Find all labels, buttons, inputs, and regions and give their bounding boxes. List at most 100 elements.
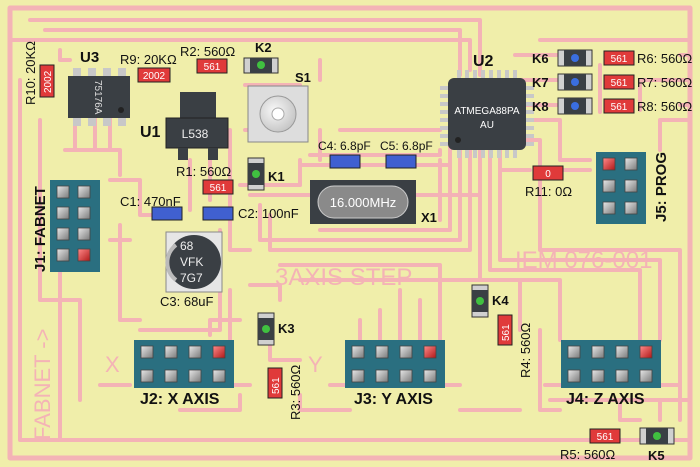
header-pin — [140, 345, 154, 359]
r10-label: R10: 20KΩ — [23, 41, 38, 105]
r7-label: R7: 560Ω — [637, 75, 693, 90]
k5-label: K5 — [648, 448, 665, 463]
r9-resistor: R9: 20KΩ 2002 — [120, 52, 177, 83]
r2-label: R2: 560Ω — [180, 44, 236, 59]
c5-capacitor: C5: 6.8pF — [380, 139, 433, 169]
s1-switch[interactable]: S1 — [247, 70, 311, 143]
k2-led: K2 — [243, 40, 279, 74]
x1-crystal: 16.000MHz X1 — [310, 180, 437, 225]
board-title: 3AXIS STEP — [275, 264, 412, 291]
k1-label: K1 — [268, 169, 285, 184]
k3-led: K3 — [257, 312, 295, 346]
k3-label: K3 — [278, 321, 295, 336]
header-pin — [399, 345, 413, 359]
c2-label: C2: 100nF — [238, 206, 299, 221]
j4-connector[interactable]: J4: Z AXIS — [561, 340, 661, 408]
j2-label: J2: X AXIS — [140, 391, 220, 408]
header-pin — [567, 345, 581, 359]
j3-connector[interactable]: J3: Y AXIS — [345, 340, 445, 408]
header-pin — [77, 185, 91, 199]
k8-led: K8 — [532, 97, 593, 115]
silkscreen: 3AXIS STEP IEM 076-001 FABNET -> X Y — [30, 247, 652, 440]
r7-resistor: 561 R7: 560Ω — [603, 74, 693, 90]
header-pin — [140, 369, 154, 383]
j1-connector[interactable]: J1: FABNET — [32, 180, 100, 272]
header-pin — [164, 369, 178, 383]
c1-capacitor: C1: 470nF — [120, 194, 183, 221]
k2-label: K2 — [255, 40, 272, 55]
header-pin — [399, 369, 413, 383]
u1-marking: L538 — [182, 127, 209, 141]
k7-led: K7 — [532, 73, 593, 91]
r9-label: R9: 20KΩ — [120, 52, 177, 67]
r9-code: 2002 — [143, 71, 166, 82]
j2-connector[interactable]: J2: X AXIS — [134, 340, 234, 408]
header-pin — [602, 201, 616, 215]
r5-code: 561 — [597, 432, 614, 443]
header-pin — [56, 206, 70, 220]
r5-label: R5: 560Ω — [560, 447, 616, 462]
c3-capacitor: 68 VFK 7G7 C3: 68uF — [160, 231, 223, 309]
r3-code: 561 — [271, 377, 282, 394]
header-pin-1 — [423, 345, 437, 359]
r1-code: 561 — [210, 183, 227, 194]
u3-marking: 75176A — [92, 80, 103, 115]
r10-resistor: R10: 20KΩ 2002 — [23, 41, 55, 105]
u2-ref: U2 — [473, 53, 494, 70]
header-pin — [351, 369, 365, 383]
u2-marking-2: AU — [480, 120, 494, 131]
u3-chip: 75176A U3 — [68, 49, 130, 126]
header-pin — [56, 248, 70, 262]
k4-led: K4 — [471, 284, 509, 318]
j3-label: J3: Y AXIS — [354, 391, 433, 408]
r6-resistor: 561 R6: 560Ω — [603, 50, 693, 66]
u2-mcu: ATMEGA88PA AU U2 — [440, 53, 534, 158]
k4-label: K4 — [492, 293, 509, 308]
c3-line1: 68 — [180, 239, 194, 253]
r1-resistor: R1: 560Ω 561 — [176, 164, 234, 195]
header-pin — [212, 369, 226, 383]
header-pin-1 — [639, 345, 653, 359]
header-pin — [591, 369, 605, 383]
j4-label: J4: Z AXIS — [566, 391, 645, 408]
header-pin-1 — [212, 345, 226, 359]
header-pin — [602, 179, 616, 193]
r6-code: 561 — [611, 54, 628, 65]
c2-capacitor: C2: 100nF — [202, 206, 299, 221]
header-pin — [77, 206, 91, 220]
r8-code: 561 — [611, 102, 628, 113]
header-pin — [591, 345, 605, 359]
k5-led: K5 — [639, 427, 675, 463]
header-pin — [375, 345, 389, 359]
k7-label: K7 — [532, 75, 549, 90]
x1-marking: 16.000MHz — [330, 195, 396, 210]
traces — [7, 5, 693, 461]
c1-label: C1: 470nF — [120, 194, 181, 209]
header-pin — [56, 185, 70, 199]
r11-label: R11: 0Ω — [525, 184, 572, 199]
u2-marking-1: ATMEGA88PA — [454, 106, 520, 117]
c3-line3: 7G7 — [180, 271, 203, 285]
u1-ref: U1 — [140, 124, 161, 141]
j5-connector[interactable]: J5: PROG — [596, 152, 670, 224]
r3-resistor: 561 R3: 560Ω — [267, 364, 303, 420]
c5-label: C5: 6.8pF — [380, 139, 433, 153]
u3-ref: U3 — [80, 49, 99, 66]
k6-label: K6 — [532, 51, 549, 66]
r7-code: 561 — [611, 78, 628, 89]
header-pin — [624, 179, 638, 193]
r5-resistor: 561 R5: 560Ω — [560, 428, 621, 462]
r2-code: 561 — [204, 62, 221, 73]
c3-label: C3: 68uF — [160, 294, 214, 309]
header-pin — [624, 157, 638, 171]
fabnet-arrow-label: FABNET -> — [30, 329, 55, 440]
axis-x-label: X — [105, 352, 120, 377]
header-pin — [351, 345, 365, 359]
r8-label: R8: 560Ω — [637, 99, 693, 114]
c4-label: C4: 6.8pF — [318, 139, 371, 153]
header-pin — [77, 227, 91, 241]
r1-label: R1: 560Ω — [176, 164, 232, 179]
header-pin-1 — [602, 157, 616, 171]
s1-ref: S1 — [295, 70, 311, 85]
